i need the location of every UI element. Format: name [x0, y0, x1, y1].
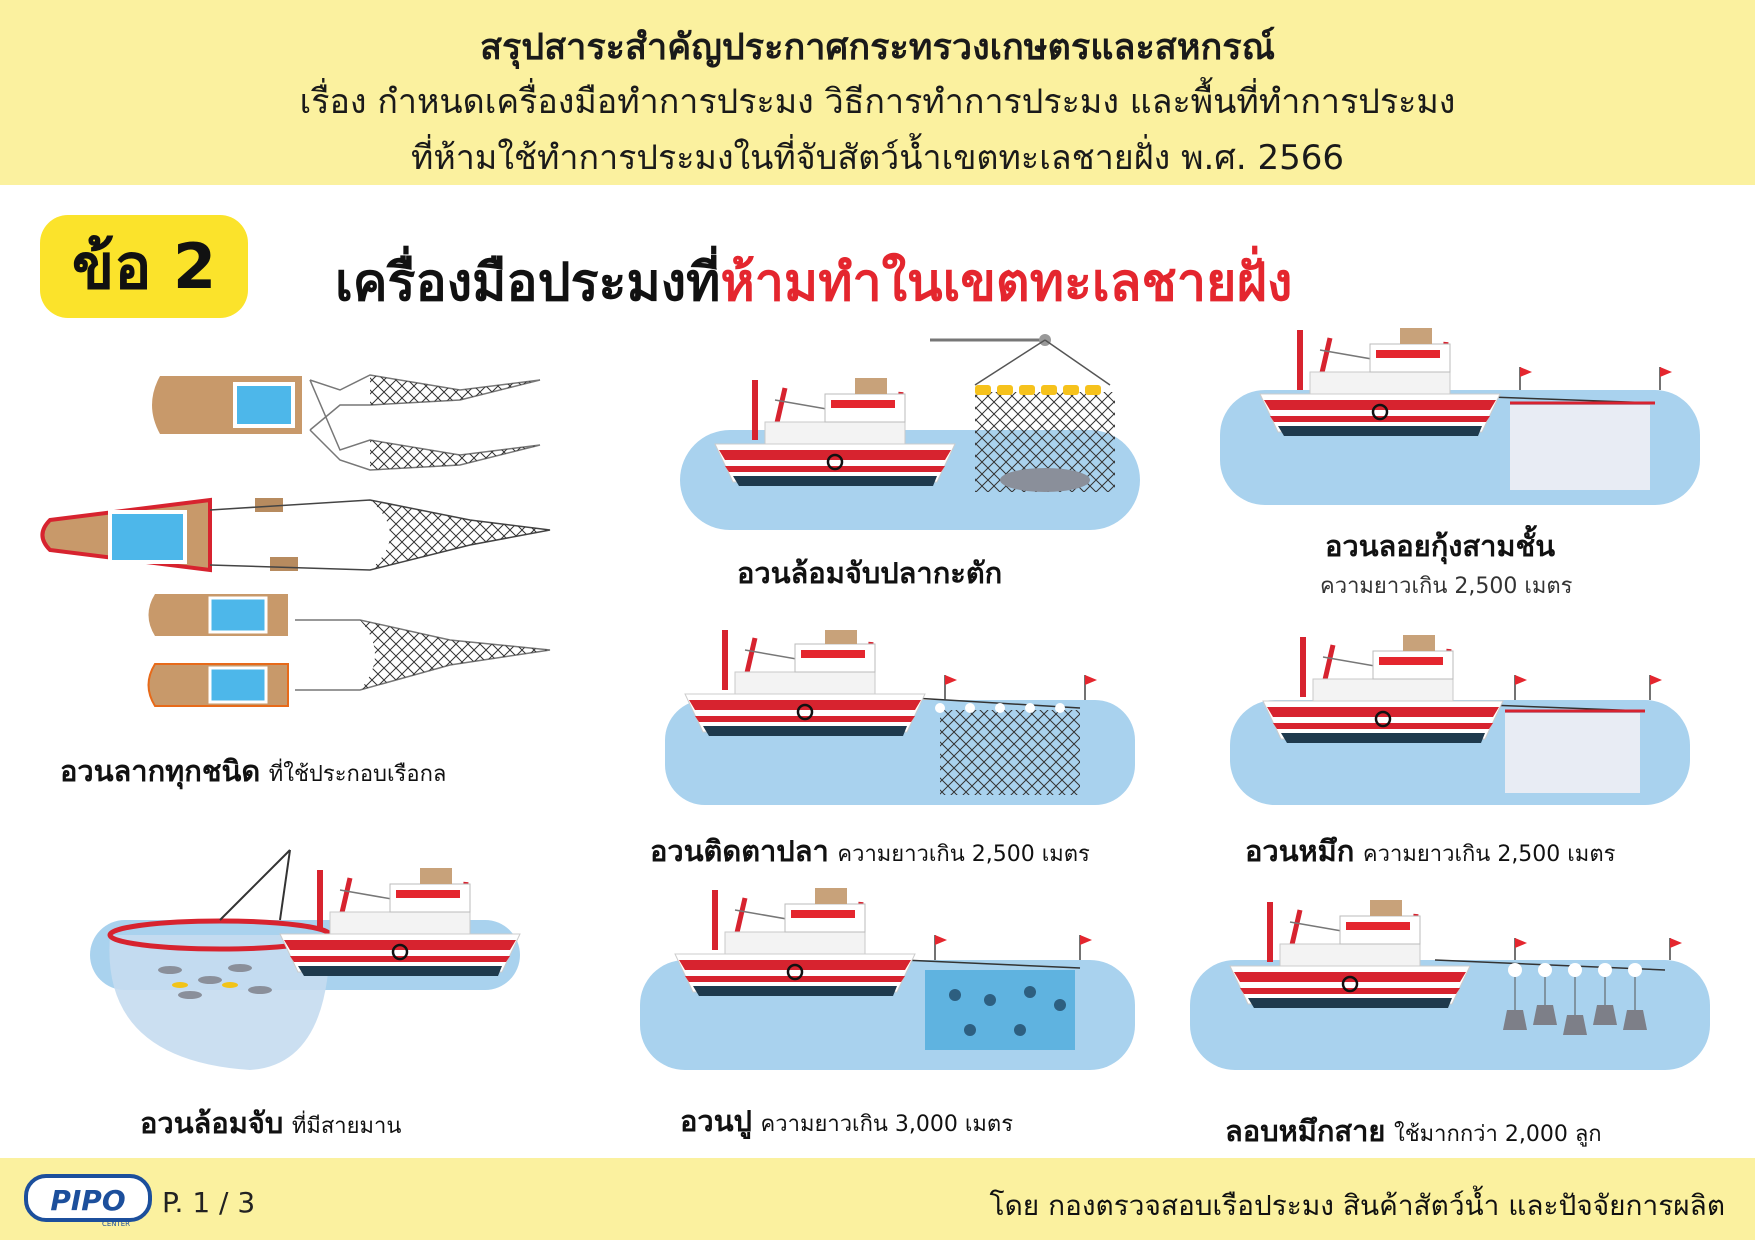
- page-indicator: P. 1 / 3: [162, 1186, 256, 1219]
- caption-purse-seine: อวนล้อมจับ ที่มีสายมาน: [140, 1100, 401, 1146]
- byline: โดย กองตรวจสอบเรือประมง สินค้าสัตว์น้ำ แ…: [989, 1189, 1725, 1222]
- caption-purse-seine-name: อวนล้อมจับ: [140, 1106, 284, 1140]
- section-title-part1: เครื่องมือประมงที่: [335, 253, 721, 313]
- caption-trawl-name: อวนลากทุกชนิด: [60, 754, 261, 788]
- caption-anchovy-seine-name: อวนล้อมจับปลากะตัก: [737, 556, 1003, 590]
- header-title-line1: สรุปสาระสำคัญประกาศกระทรวงเกษตรและสหกรณ์: [479, 27, 1276, 68]
- footer-bar: PIPO CENTER P. 1 / 3 โดย กองตรวจสอบเรือป…: [0, 1158, 1755, 1240]
- caption-crab-net: อวนปู ความยาวเกิน 3,000 เมตร: [680, 1098, 1013, 1144]
- header-banner: สรุปสาระสำคัญประกาศกระทรวงเกษตรและสหกรณ์…: [0, 0, 1755, 185]
- caption-squid-net-detail: ความยาวเกิน 2,500 เมตร: [1362, 842, 1616, 867]
- caption-crab-net-detail: ความยาวเกิน 3,000 เมตร: [760, 1112, 1014, 1137]
- header-title-line3: ที่ห้ามใช้ทำการประมงในที่จับสัตว์น้ำเขตท…: [410, 138, 1345, 178]
- section-title: เครื่องมือประมงที่ห้ามทำในเขตทะเลชายฝั่ง: [335, 240, 1292, 323]
- gill-net-illustration: [665, 630, 1135, 805]
- pipo-logo: PIPO CENTER: [24, 1174, 152, 1228]
- trawl-net-illustration: [30, 370, 551, 710]
- anchovy-seine-illustration: [680, 334, 1140, 530]
- caption-gill-net-name: อวนติดตาปลา: [650, 834, 829, 868]
- caption-squid-trap-name: ลอบหมึกสาย: [1225, 1114, 1386, 1148]
- caption-trammel-net-name: อวนลอยกุ้งสามชั้น: [1325, 529, 1556, 563]
- caption-squid-trap-detail: ใช้มากกว่า 2,000 ลูก: [1393, 1122, 1602, 1147]
- purse-seine-illustration: [90, 849, 530, 1070]
- section-title-part2: ห้ามทำในเขตทะเลชายฝั่ง: [720, 253, 1293, 313]
- caption-trawl: อวนลากทุกชนิด ที่ใช้ประกอบเรือกล: [60, 748, 446, 794]
- squid-trap-illustration: [1190, 880, 1710, 1070]
- trawl-boat-3: [137, 590, 551, 710]
- pipo-logo-sub: CENTER: [102, 1220, 130, 1228]
- caption-anchovy-seine: อวนล้อมจับปลากะตัก: [737, 550, 1002, 596]
- trammel-net-illustration: [1220, 325, 1700, 505]
- squid-net-illustration: [1230, 625, 1690, 805]
- trawl-boat-1: [140, 370, 541, 471]
- trawl-boat-2: [30, 495, 551, 575]
- caption-gill-net-detail: ความยาวเกิน 2,500 เมตร: [837, 842, 1090, 867]
- caption-purse-seine-detail: ที่มีสายมาน: [291, 1114, 402, 1139]
- section-badge: ข้อ 2: [40, 215, 248, 318]
- crab-net-illustration: [640, 880, 1135, 1070]
- caption-squid-net: อวนหมึก ความยาวเกิน 2,500 เมตร: [1245, 828, 1615, 874]
- caption-squid-net-name: อวนหมึก: [1245, 834, 1355, 868]
- caption-crab-net-name: อวนปู: [680, 1104, 752, 1138]
- caption-gill-net: อวนติดตาปลา ความยาวเกิน 2,500 เมตร: [650, 828, 1090, 874]
- pipo-logo-text: PIPO: [50, 1184, 125, 1217]
- caption-squid-trap: ลอบหมึกสาย ใช้มากกว่า 2,000 ลูก: [1225, 1108, 1602, 1154]
- header-title-line2: เรื่อง กำหนดเครื่องมือทำการประมง วิธีการ…: [299, 82, 1456, 122]
- caption-trammel-net-detail: ความยาวเกิน 2,500 เมตร: [1320, 574, 1573, 599]
- caption-trammel-net: อวนลอยกุ้งสามชั้น: [1325, 523, 1555, 569]
- caption-trawl-detail: ที่ใช้ประกอบเรือกล: [268, 762, 447, 787]
